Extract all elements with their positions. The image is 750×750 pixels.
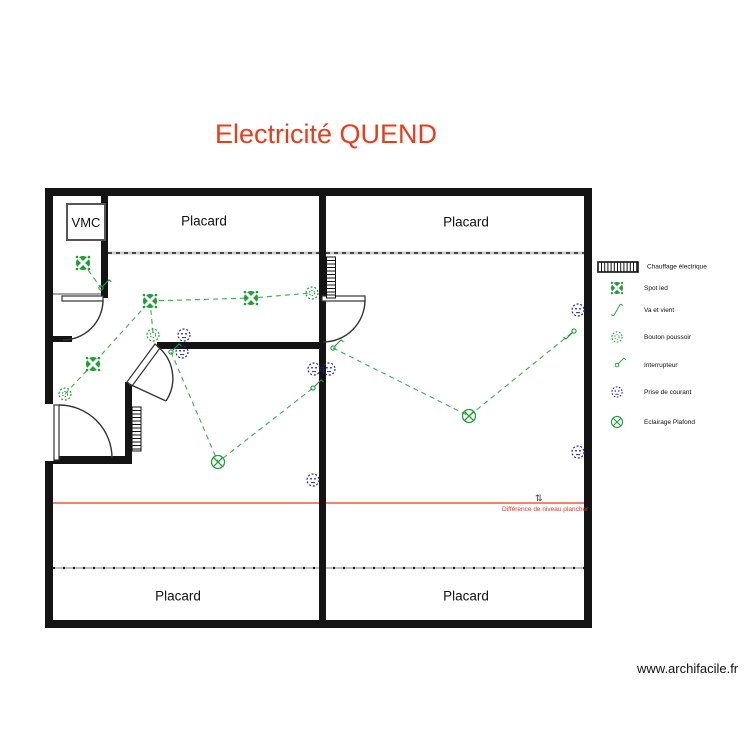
bouton-icon [611, 331, 623, 343]
legend-label: Chauffage électrique [647, 263, 707, 271]
prise-symbol [322, 362, 336, 376]
legend-item-plafond: Eclairage Plafond [597, 412, 695, 432]
wall-bath-right [125, 382, 132, 464]
wall-mid-horizontal [157, 342, 319, 349]
door-bathroom-left [44, 404, 113, 461]
bouton-symbol [146, 328, 160, 342]
wall-right [584, 188, 592, 628]
legend-item-prise: Prise de courant [597, 382, 691, 402]
placard-boundary-lines [53, 251, 584, 570]
plafond-symbol [461, 408, 477, 424]
interrupteur-symbol [310, 379, 324, 391]
wall-stub [53, 336, 72, 342]
door-central [321, 295, 366, 343]
wall-vmc-right [101, 192, 108, 298]
legend-label: Eclairage Plafond [644, 418, 695, 426]
circuit-link [64, 300, 151, 395]
spot-symbol [243, 290, 259, 306]
door-diagonal [126, 343, 174, 402]
interrupteur-icon [614, 357, 627, 368]
heaters-layer [131, 256, 336, 452]
room-label-placard-top-right: Placard [443, 214, 489, 230]
prise-symbol [175, 345, 189, 359]
wall-bath-bottom [53, 456, 132, 464]
spot-icon [610, 281, 624, 295]
wall-top [45, 188, 592, 196]
bouton-symbol [58, 387, 72, 401]
interrupteur-symbol [168, 343, 182, 355]
legend-label: Prise de courant [644, 388, 692, 396]
legend-item-bouton: Bouton poussoir [597, 327, 691, 347]
wall-bottom [45, 620, 592, 628]
prise-symbol [571, 303, 585, 317]
level-note: Différence de niveau plancher [502, 506, 589, 513]
vmc-box: VMC [66, 203, 106, 241]
room-label-placard-top-left: Placard [181, 213, 227, 229]
heater-bathroom-wall [131, 406, 142, 452]
legend-item-vaetvient: Va et vient [597, 300, 674, 320]
prise-symbol [307, 362, 321, 376]
vaetvient-icon [610, 303, 624, 317]
legend-item-spot: Spot led [597, 278, 668, 298]
interrupteur-symbol [330, 339, 344, 351]
level-step-icon: ⇅ [535, 493, 543, 503]
room-label-placard-bottom-right: Placard [443, 588, 489, 604]
door-vmc [61, 295, 104, 341]
legend-label: Bouton poussoir [644, 333, 691, 341]
spot-symbol [85, 356, 101, 372]
interrupteur-symbol [563, 328, 577, 340]
prise-symbol [306, 473, 320, 487]
legend-label: Spot led [644, 284, 668, 292]
prise-symbol [177, 328, 191, 342]
circuit-link [170, 351, 314, 463]
plafond-icon [610, 415, 624, 429]
watermark: www.archifacile.fr [637, 661, 739, 676]
heater-central-wall [326, 256, 336, 299]
plafond-symbol [210, 454, 226, 470]
legend-item-chauffage: Chauffage électrique [597, 261, 707, 274]
vmc-label: VMC [71, 214, 101, 230]
room-label-placard-bottom-left: Placard [155, 588, 201, 604]
prise-icon [611, 386, 623, 398]
legend-item-interrupteur: Interrupteur [597, 355, 678, 375]
doors-layer [44, 295, 366, 461]
spot-symbol [142, 293, 158, 309]
chauffage-icon [597, 261, 639, 273]
wall-central [319, 188, 326, 628]
legend-label: Va et vient [644, 306, 675, 314]
circuit-link [149, 292, 313, 302]
prise-symbol [571, 445, 585, 459]
bouton-symbol [305, 286, 319, 300]
circuit-link [332, 330, 575, 417]
electrical-symbols-layer [58, 255, 585, 487]
interrupteur-symbol [98, 279, 112, 291]
legend-label: Interrupteur [644, 361, 678, 369]
spot-symbol [75, 255, 91, 271]
plan-title: Electricité QUEND [215, 119, 438, 149]
